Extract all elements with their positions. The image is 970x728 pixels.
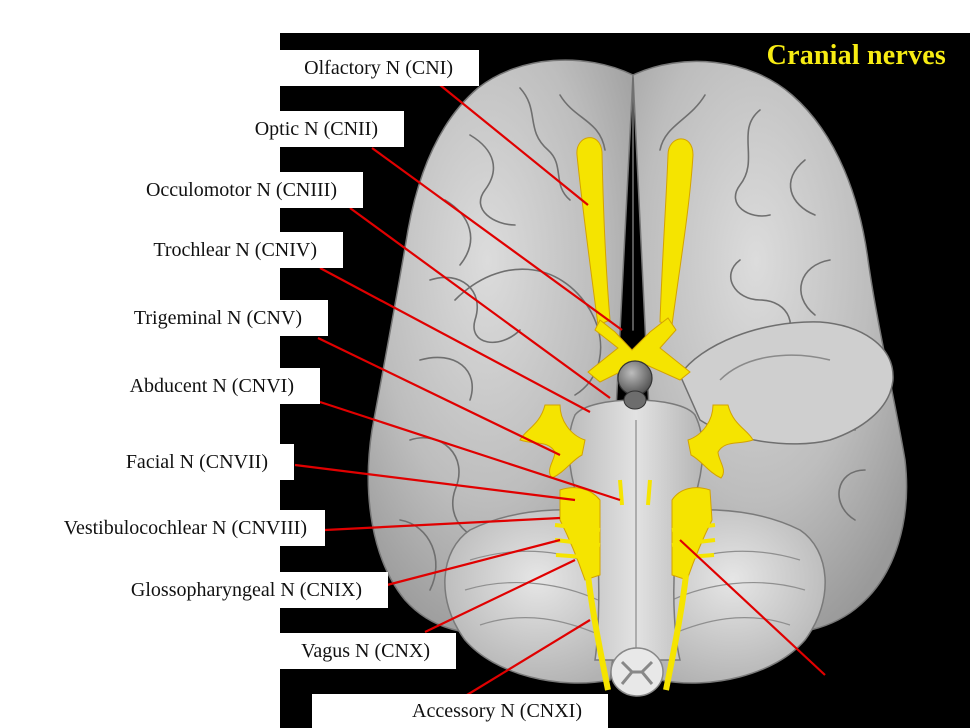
right-temporal-lobe [679,321,894,445]
label-optic: Optic N (CNII) [110,111,404,147]
pointer-right-nerve [679,539,826,676]
label-vagus: Vagus N (CNX) [160,633,456,669]
pointer-trochlear [319,267,591,413]
accessory-right [663,574,689,691]
pointer-lines [294,84,826,699]
pointer-vagus [424,559,576,633]
pointer-occulomotor [349,207,611,399]
label-glossopharyngeal: Glossopharyngeal N (CNIX) [60,572,388,608]
pointer-trigeminal [317,337,561,456]
label-olfactory: Olfactory N (CNI) [182,50,479,86]
pointer-glossopharyngeal [386,538,561,587]
label-abducent: Abducent N (CNVI) [30,368,320,404]
trigeminal-left [519,404,586,479]
label-vestibulocochlear: Vestibulocochlear N (CNVIII) [0,510,325,546]
olfactory-tract-left [576,137,611,326]
label-accessory: Accessory N (CNXI) [312,694,608,728]
pointer-abducent [319,400,621,502]
olfactory-tract-right [659,138,694,326]
pointer-accessory [461,619,591,699]
trigeminal-right [687,404,754,479]
pointer-optic [371,147,623,331]
label-trochlear: Trochlear N (CNIV) [50,232,343,268]
pointer-facial [294,463,576,502]
pituitary-gland [617,360,653,410]
pointer-vestibulocochlear [324,516,561,532]
label-occulomotor: Occulomotor N (CNIII) [60,172,363,208]
brainstem [568,399,704,697]
page-title: Cranial nerves [766,40,946,71]
label-facial: Facial N (CNVII) [20,444,294,480]
optic-chiasm [587,317,691,383]
accessory-left [585,574,611,691]
label-trigeminal: Trigeminal N (CNV) [40,300,328,336]
cranial-nerve-paths [519,137,754,691]
pointer-olfactory [439,84,589,206]
